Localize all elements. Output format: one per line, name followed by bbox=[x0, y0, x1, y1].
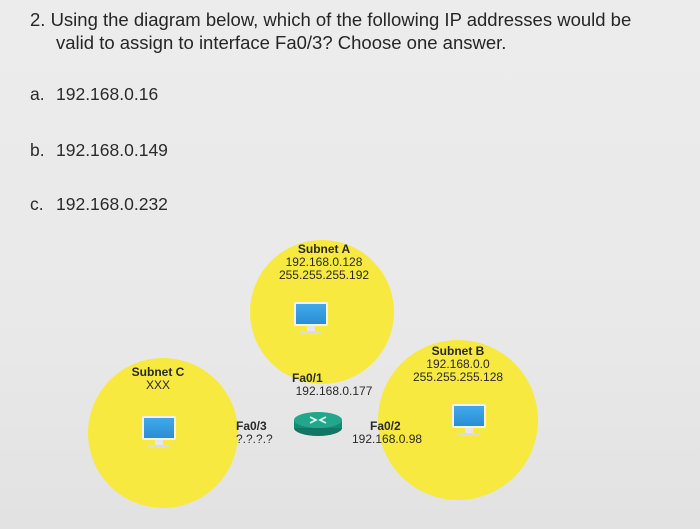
subnet-a-title: Subnet A bbox=[297, 242, 351, 256]
subnet-a-mask: 255.255.255.192 bbox=[278, 268, 370, 282]
subnet-b-mask: 255.255.255.128 bbox=[412, 370, 504, 384]
option-value: 192.168.0.149 bbox=[56, 140, 168, 160]
fa01-name: Fa0/1 bbox=[292, 371, 323, 385]
fa02-name: Fa0/2 bbox=[370, 419, 401, 433]
monitor-icon bbox=[452, 404, 486, 436]
subnet-a-label: Subnet A 192.168.0.128 255.255.255.192 bbox=[264, 243, 384, 282]
answer-option-a[interactable]: a. 192.168.0.16 bbox=[30, 84, 158, 105]
option-value: 192.168.0.232 bbox=[56, 194, 168, 214]
monitor-icon bbox=[294, 302, 328, 334]
subnet-b-network: 192.168.0.0 bbox=[426, 357, 490, 371]
subnet-c-network: XXX bbox=[145, 378, 170, 392]
subnet-c-title: Subnet C bbox=[131, 365, 185, 379]
option-letter: a. bbox=[30, 84, 45, 104]
router-icon bbox=[292, 408, 344, 443]
subnet-c-label: Subnet C XXX bbox=[118, 366, 198, 392]
fa03-name: Fa0/3 bbox=[236, 419, 267, 433]
fa03-ip: ?.?.?.? bbox=[236, 432, 273, 446]
answer-option-c[interactable]: c. 192.168.0.232 bbox=[30, 194, 168, 215]
option-letter: c. bbox=[30, 194, 44, 214]
subnet-b-title: Subnet B bbox=[431, 344, 485, 358]
monitor-icon bbox=[142, 416, 176, 448]
option-letter: b. bbox=[30, 140, 45, 160]
question-line-1: 2. Using the diagram below, which of the… bbox=[30, 9, 632, 30]
subnet-b-label: Subnet B 192.168.0.0 255.255.255.128 bbox=[398, 345, 518, 384]
fa02-ip: 192.168.0.98 bbox=[352, 432, 423, 446]
answer-option-b[interactable]: b. 192.168.0.149 bbox=[30, 140, 168, 161]
question-line-2: valid to assign to interface Fa0/3? Choo… bbox=[56, 32, 507, 53]
subnet-a-network: 192.168.0.128 bbox=[285, 255, 363, 269]
fa01-ip: 192.168.0.177 bbox=[295, 384, 373, 398]
option-value: 192.168.0.16 bbox=[56, 84, 159, 104]
fa01-label: Fa0/1 192.168.0.177 bbox=[282, 372, 386, 398]
fa03-label: Fa0/3 ?.?.?.? bbox=[236, 420, 273, 446]
fa02-label: Fa0/2 192.168.0.98 bbox=[352, 420, 442, 446]
question-text: 2. Using the diagram below, which of the… bbox=[30, 8, 690, 54]
